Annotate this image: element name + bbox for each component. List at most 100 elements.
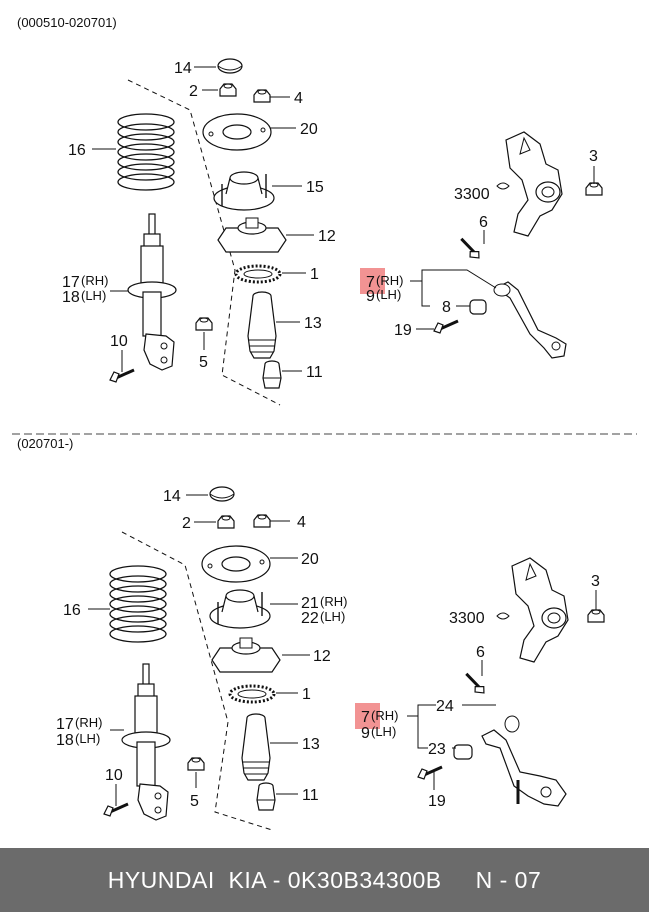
bearing-part-1-b — [228, 684, 276, 704]
nut-part-3 — [585, 182, 603, 196]
part-label-23: 23 — [428, 741, 446, 758]
part-label-15: 15 — [306, 179, 324, 196]
part-label-21-rh: (RH) — [320, 594, 347, 609]
highlight-part-7-bottom — [355, 703, 380, 729]
part-label-3300: 3300 — [454, 186, 490, 203]
part-label-6: 6 — [479, 214, 488, 231]
part-label-8: 8 — [442, 299, 451, 316]
bracket-line-7-9-bottom — [407, 704, 436, 749]
part-label-24: 24 — [436, 698, 454, 715]
part-label-10: 10 — [110, 333, 128, 350]
bearing-part-1 — [234, 264, 282, 284]
steering-knuckle-bottom — [511, 557, 569, 663]
part-label-7-b: 7 — [361, 709, 370, 726]
nut-part-3-b — [587, 609, 605, 623]
bushing-part-8 — [469, 299, 487, 315]
bolt-part-6 — [459, 233, 483, 263]
part-label-14-b: 14 — [163, 488, 181, 505]
part-label-10-b: 10 — [105, 767, 123, 784]
coil-spring-part-16-b — [109, 565, 167, 643]
bolt-part-19-b — [416, 765, 444, 781]
footer-bar: HYUNDAI KIA - 0K30B34300B N - 07 — [0, 848, 649, 912]
shock-absorber-part-17-b — [121, 663, 171, 821]
assembly-outline-bottom — [121, 531, 273, 831]
footer-part-number: HYUNDAI KIA - 0K30B34300B — [107, 866, 442, 893]
part-label-12-b: 12 — [313, 648, 331, 665]
nut-part-4 — [253, 89, 271, 103]
part-label-22-lh: (LH) — [320, 609, 345, 624]
date-range-top: (000510-020701) — [17, 15, 117, 30]
knuckle-pointer-3300 — [496, 182, 510, 190]
strut-mount-part-21 — [209, 589, 271, 629]
knuckle-pointer-3300-b — [496, 612, 510, 620]
ball-joint-top — [551, 341, 561, 351]
bushing-part-23 — [453, 744, 473, 760]
part-label-18: 18 — [62, 289, 80, 306]
washer-part-24 — [504, 715, 520, 733]
part-label-17-rh: (RH) — [81, 273, 108, 288]
nut-part-2 — [219, 83, 237, 97]
part-label-17-rh-b: (RH) — [75, 715, 102, 730]
part-label-19: 19 — [394, 322, 412, 339]
highlight-part-7-top — [360, 268, 385, 294]
part-label-4-b: 4 — [297, 514, 306, 531]
part-label-16-b: 16 — [63, 602, 81, 619]
part-label-3300-b: 3300 — [449, 610, 485, 627]
part-label-6-b: 6 — [476, 644, 485, 661]
part-label-19-b: 19 — [428, 793, 446, 810]
nut-part-5-b — [187, 757, 205, 771]
nut-part-2-b — [217, 515, 235, 529]
part-label-5: 5 — [199, 354, 208, 371]
strut-mount-part-15 — [213, 171, 275, 211]
plate-part-20-b — [201, 545, 271, 583]
suspension-parts-diagram: (000510-020701) 16 17 (RH) 18 (LH) 10 5 … — [12, 15, 637, 831]
part-label-16: 16 — [68, 142, 86, 159]
part-label-22: 22 — [301, 610, 319, 627]
part-label-7: 7 — [366, 274, 375, 291]
part-label-2-b: 2 — [182, 515, 191, 532]
cap-part-14 — [217, 58, 243, 74]
assembly-outline-top — [127, 79, 281, 406]
bump-stopper-part-11 — [262, 360, 282, 389]
part-label-13: 13 — [304, 315, 322, 332]
part-label-3-b: 3 — [591, 573, 600, 590]
part-label-9: 9 — [366, 288, 375, 305]
part-label-18-b: 18 — [56, 732, 74, 749]
part-label-9-lh-b: (LH) — [371, 724, 396, 739]
part-label-17: 17 — [62, 274, 80, 291]
lower-arm-top — [494, 281, 567, 359]
dust-boot-part-13 — [247, 291, 277, 359]
footer-page-code: N - 07 — [475, 866, 542, 893]
part-label-18-lh: (LH) — [81, 288, 106, 303]
part-label-3: 3 — [589, 148, 598, 165]
nut-part-5 — [195, 317, 213, 331]
part-label-7-rh: (RH) — [376, 273, 403, 288]
bump-stopper-part-11-b — [256, 782, 276, 811]
lower-arm-bush-eye — [493, 283, 511, 297]
part-label-9-lh: (LH) — [376, 287, 401, 302]
shock-absorber-part-17 — [127, 213, 177, 371]
plate-part-20 — [202, 113, 272, 151]
part-label-20: 20 — [300, 121, 318, 138]
part-label-5-b: 5 — [190, 793, 199, 810]
cap-part-14-b — [209, 486, 235, 502]
bracket-line-7-9-top — [410, 269, 497, 307]
part-label-1-b: 1 — [302, 686, 311, 703]
spring-seat-part-12 — [217, 217, 287, 253]
part-label-11: 11 — [306, 364, 323, 381]
part-label-11-b: 11 — [302, 787, 319, 804]
spring-seat-part-12-b — [211, 637, 281, 673]
ball-joint-bottom — [540, 786, 552, 798]
bolt-part-6-b — [464, 668, 488, 698]
part-label-2: 2 — [189, 83, 198, 100]
part-label-18-lh-b: (LH) — [75, 731, 100, 746]
dust-boot-part-13-b — [241, 713, 271, 781]
lower-arm-bottom — [481, 729, 567, 807]
part-label-13-b: 13 — [302, 736, 320, 753]
part-label-1: 1 — [310, 266, 319, 283]
bolt-part-19 — [432, 319, 460, 335]
part-label-14: 14 — [174, 60, 192, 77]
part-label-4: 4 — [294, 90, 303, 107]
coil-spring-part-16 — [117, 113, 175, 191]
part-label-20-b: 20 — [301, 551, 319, 568]
